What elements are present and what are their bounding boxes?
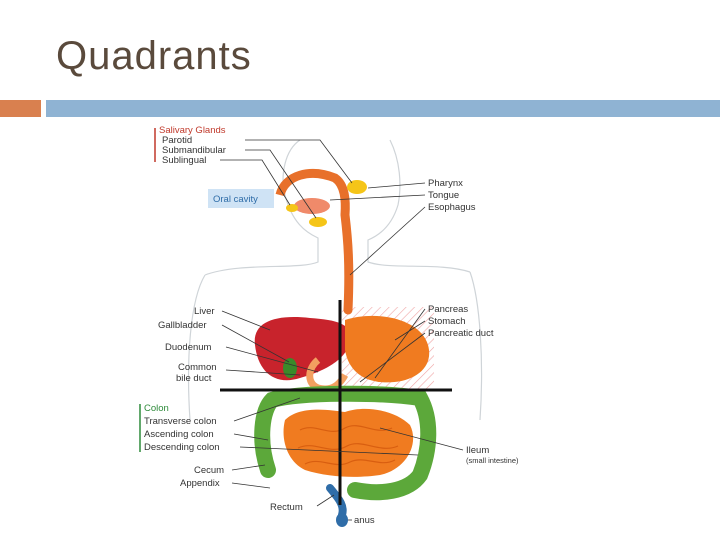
- body-outline: [187, 139, 483, 421]
- label-anus: anus: [354, 515, 375, 526]
- label-ileum: Ileum: [466, 445, 489, 456]
- accent-bar: [0, 100, 41, 117]
- label-pharynx: Pharynx: [428, 178, 463, 189]
- pharynx-shape: [275, 169, 350, 216]
- label-submandibular: Submandibular: [162, 145, 226, 156]
- label-ascending-colon: Ascending colon: [144, 429, 214, 440]
- label-duodenum: Duodenum: [165, 342, 212, 353]
- label-appendix: Appendix: [180, 478, 220, 489]
- header-bar: [46, 100, 720, 117]
- sublingual-gland: [286, 204, 298, 212]
- quadrant-lines: [220, 300, 452, 505]
- label-gallbladder: Gallbladder: [158, 320, 207, 331]
- label-stomach: Stomach: [428, 316, 466, 327]
- parotid-gland: [347, 180, 367, 194]
- label-bile-duct: bile duct: [176, 373, 212, 384]
- oral-cavity-box: [208, 189, 274, 208]
- label-rectum: Rectum: [270, 502, 303, 513]
- slide-title: Quadrants: [56, 34, 252, 78]
- label-salivary-glands: Salivary Glands: [159, 125, 226, 136]
- gallbladder-shape: [283, 358, 297, 378]
- label-colon: Colon: [144, 403, 169, 414]
- label-parotid: Parotid: [162, 135, 192, 146]
- tongue-shape: [294, 198, 330, 214]
- label-small-intestine: (small intestine): [466, 456, 519, 465]
- submandibular-gland: [309, 217, 327, 227]
- leader-lines: [220, 139, 464, 521]
- label-descending-colon: Descending colon: [144, 442, 220, 453]
- anus-shape: [336, 513, 348, 527]
- label-cecum: Cecum: [194, 465, 224, 476]
- liver-shape: [254, 317, 351, 381]
- label-esophagus: Esophagus: [428, 202, 476, 213]
- small-intestine-shape: [283, 408, 414, 477]
- label-oral-cavity: Oral cavity: [213, 194, 258, 205]
- label-tongue: Tongue: [428, 190, 459, 201]
- label-pancreatic-duct: Pancreatic duct: [428, 328, 494, 339]
- label-pancreas: Pancreas: [428, 304, 468, 315]
- intestine-folds: [297, 425, 399, 466]
- label-liver: Liver: [194, 306, 215, 317]
- label-common: Common: [178, 362, 217, 373]
- label-sublingual: Sublingual: [162, 155, 206, 166]
- label-transverse-colon: Transverse colon: [144, 416, 217, 427]
- colon-shape: [254, 385, 437, 501]
- esophagus-shape: [340, 210, 354, 315]
